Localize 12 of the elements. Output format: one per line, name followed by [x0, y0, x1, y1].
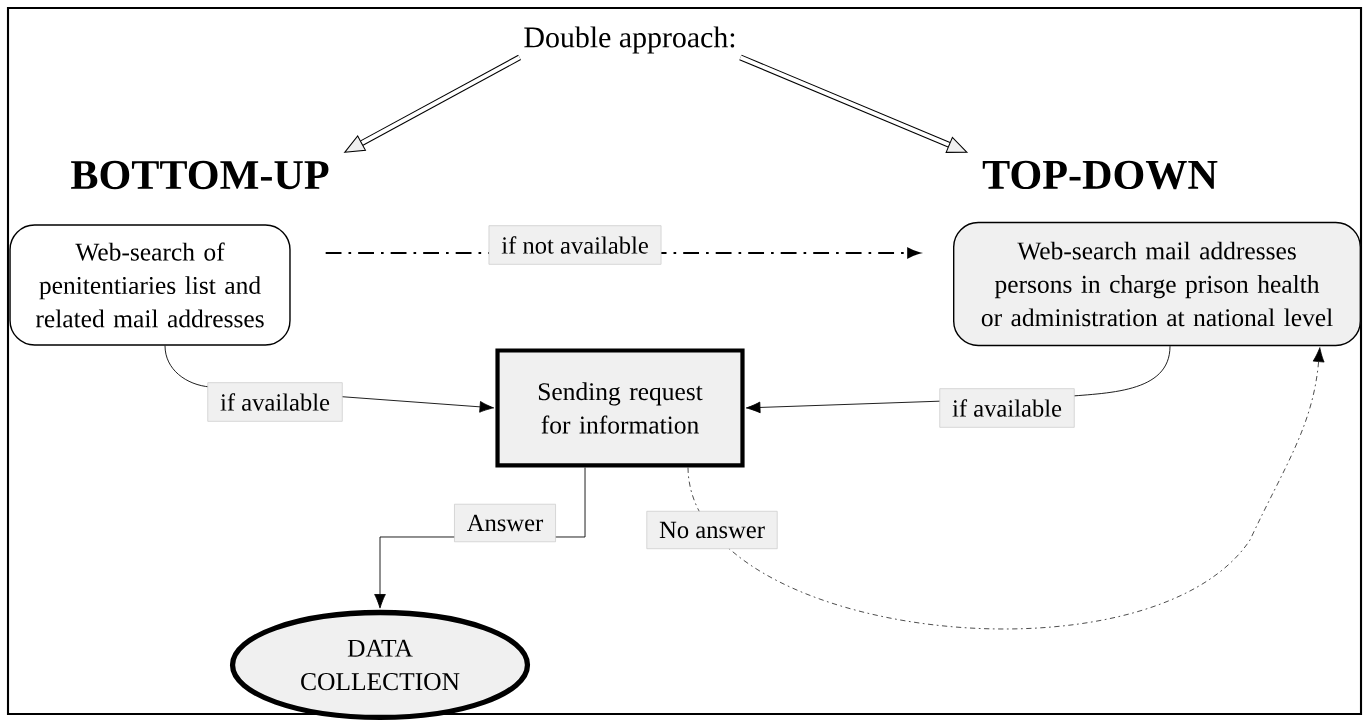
edge-label: No answer [646, 510, 778, 550]
edge-label: if not available [488, 225, 662, 265]
process-box: Sending request for information [495, 348, 745, 468]
process-box: Web-search of penitentiaries list and related mail addresses [9, 224, 291, 346]
heading-text: Double approach: [524, 26, 735, 54]
edge-label: Answer [454, 503, 556, 543]
process-box: Web-search mail addresses persons in charge prison health or administration at national level [953, 221, 1362, 347]
approach-heading: BOTTOM-UP [71, 160, 329, 190]
edge-label: if available [939, 388, 1075, 428]
approach-heading: TOP-DOWN [982, 160, 1218, 190]
arrow [687, 347, 1325, 630]
edge-label: if available [207, 382, 343, 422]
